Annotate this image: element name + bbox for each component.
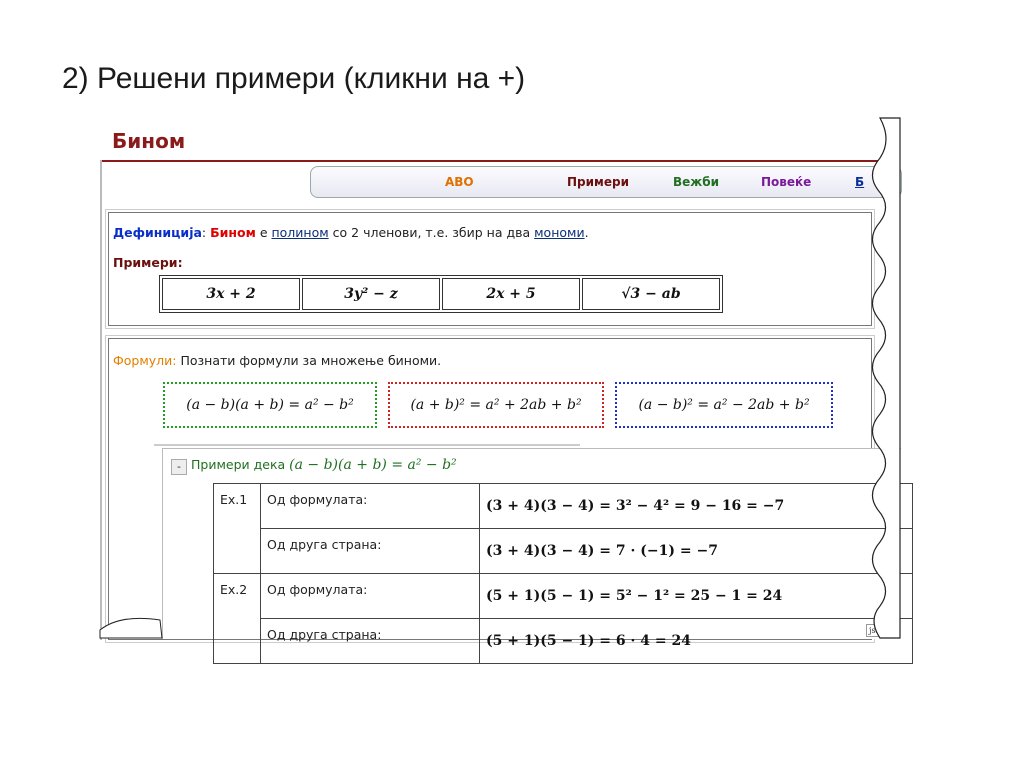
row-description: Од формулата:: [260, 483, 480, 529]
example-cell: 2x + 5: [442, 278, 580, 310]
formula-square-of-sum: (a + b)² = a² + 2ab + b²: [388, 382, 604, 428]
formula-difference-of-squares: (a − b)(a + b) = a² − b²: [163, 382, 377, 428]
table-row: Од друга страна: (5 + 1)(5 − 1) = 6 · 4 …: [214, 618, 913, 664]
examples-rows-table: Ex.1 Од формулата: (3 + 4)(3 − 4) = 3² −…: [213, 483, 913, 664]
row-math: (3 + 4)(3 − 4) = 3² − 4² = 9 − 16 = −7: [479, 483, 913, 529]
nav-item-poveke[interactable]: Повеќе: [761, 175, 812, 189]
example-cell: √3 − ab: [582, 278, 720, 310]
examples-table: 3x + 2 3y² − z 2x + 5 √3 − ab: [159, 275, 723, 313]
definition-box: Дефиниција: Бином е полином со 2 членови…: [105, 209, 875, 329]
formulas-text: Познати формули за множење биноми.: [176, 353, 442, 368]
torn-edge-decoration: [99, 117, 901, 639]
example-cell: 3y² − z: [302, 278, 440, 310]
nav-item-avo[interactable]: АВО: [445, 175, 474, 189]
definition-text-3: .: [584, 225, 589, 240]
formulas-line: Формули: Познати формули за множење бино…: [113, 353, 441, 368]
nav-item-vezbi[interactable]: Вежби: [673, 175, 720, 189]
panel-shadow-line: [154, 444, 580, 446]
nav-item-b[interactable]: Б: [855, 175, 865, 189]
definition-colon: :: [201, 225, 211, 240]
panel-title-formula: (a − b)(a + b) = a² − b²: [289, 457, 457, 473]
formula-square-of-difference: (a − b)² = a² − 2ab + b²: [615, 382, 833, 428]
collapse-toggle-button[interactable]: -: [171, 459, 187, 475]
left-border: [100, 160, 102, 640]
nav-bar: АВО Примери Вежби Повеќе Б: [310, 166, 902, 198]
definition-line: Дефиниција: Бином е полином со 2 членови…: [113, 225, 589, 240]
formulas-label: Формули:: [113, 353, 177, 368]
nav-item-primeri[interactable]: Примери: [567, 175, 629, 189]
examples-panel: - Примери дека (a − b)(a + b) = a² − b² …: [162, 448, 913, 664]
table-row: Од друга страна: (3 + 4)(3 − 4) = 7 · (−…: [214, 528, 913, 574]
row-math: (3 + 4)(3 − 4) = 7 · (−1) = −7: [479, 528, 913, 574]
row-math: (5 + 1)(5 − 1) = 6 · 4 = 24: [479, 618, 913, 664]
row-math: (5 + 1)(5 − 1) = 5² − 1² = 25 − 1 = 24: [479, 573, 913, 619]
definition-text-2: со 2 членови, т.е. збир на два: [328, 225, 535, 240]
row-description: Од друга страна:: [260, 618, 480, 664]
example-cell: 3x + 2: [162, 278, 300, 310]
page-title: Бином: [112, 129, 186, 153]
panel-title: Примери дека (a − b)(a + b) = a² − b²: [191, 457, 457, 473]
slide-title: 2) Решени примери (кликни на +): [62, 62, 526, 95]
webpage-screenshot: Бином АВО Примери Вежби Повеќе Б Дефиниц…: [99, 117, 913, 664]
monomials-link[interactable]: мономи: [534, 225, 585, 240]
page-header: Бином: [100, 118, 880, 162]
row-description: Од друга страна:: [260, 528, 480, 574]
examples-label: Примери:: [113, 255, 183, 270]
table-row: Ex.2 Од формулата: (5 + 1)(5 − 1) = 5² −…: [213, 573, 913, 664]
definition-text-1: е: [255, 225, 272, 240]
polynomial-link[interactable]: полином: [271, 225, 329, 240]
definition-term: Бином: [210, 225, 256, 240]
definition-label: Дефиниција: [113, 225, 202, 240]
panel-title-text: Примери дека: [191, 457, 290, 472]
